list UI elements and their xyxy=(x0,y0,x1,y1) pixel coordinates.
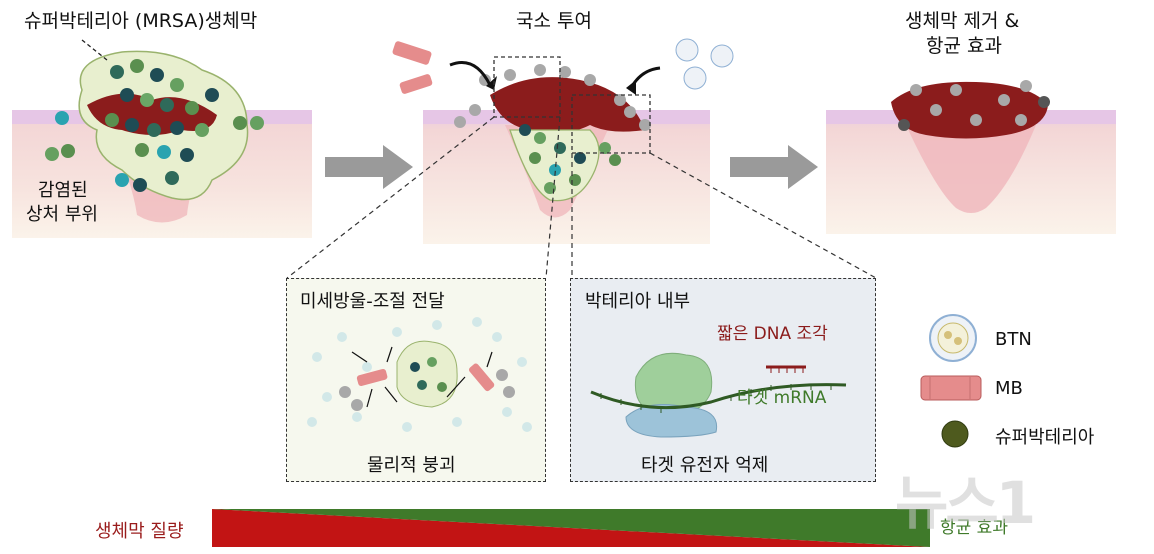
bacteria-dot-icon xyxy=(941,420,969,448)
middle-panel-title: 국소 투여 xyxy=(516,10,592,32)
dna-fragment-label: 짧은 DNA 조각 xyxy=(717,324,828,344)
right-panel-title-line1: 생체막 제거 & xyxy=(905,10,1020,32)
legend-mb-label: MB xyxy=(995,378,1023,399)
gene-silencing-illustration xyxy=(590,352,847,438)
inset-left-caption: 물리적 붕괴 xyxy=(367,455,456,476)
biofilm-removed-illustration xyxy=(826,80,1116,234)
nanoparticle-cluster xyxy=(898,80,1050,131)
inset-right-title: 박테리아 내부 xyxy=(585,291,691,312)
legend-bacteria-label: 슈퍼박테리아 xyxy=(995,427,1095,448)
right-panel-title-line2: 항균 효과 xyxy=(926,35,1002,57)
microbubble-disruption-illustration xyxy=(307,317,532,432)
inset-inside-bacteria: 박테리아 내부 짧은 DNA 조각 타겟 mRNA 타겟 유전자 억제 xyxy=(570,278,876,482)
wound-label-line2: 상처 부위 xyxy=(26,204,98,225)
infected-wound-illustration xyxy=(12,39,312,238)
news1-watermark: 뉴스1 xyxy=(895,448,1145,540)
microbubble-rod-icon xyxy=(920,375,982,401)
btn-nanoparticle-icon xyxy=(929,314,977,362)
wound-label-line1: 감염된 xyxy=(38,180,88,201)
mrna-strand xyxy=(590,383,847,410)
microbubble-rod-icon xyxy=(356,363,495,392)
inset-right-caption: 타겟 유전자 억제 xyxy=(641,455,769,476)
biofilm-vs-antibacterial-bar xyxy=(212,509,930,547)
btn-nanoparticle-icon xyxy=(675,38,734,90)
legend-btn-label: BTN xyxy=(995,329,1032,350)
target-mrna-label: 타겟 mRNA xyxy=(737,388,827,408)
microbubble-rod-icon xyxy=(392,41,433,94)
inset-microbubble-delivery: 미세방울-조절 전달 물리적 붕괴 xyxy=(286,278,546,482)
bacteria-cluster xyxy=(45,59,264,192)
watermark-text: 뉴스1 xyxy=(895,469,1036,537)
process-arrow-icon xyxy=(730,145,818,189)
inset-left-title: 미세방울-조절 전달 xyxy=(300,291,445,312)
biofilm-mass-label: 생체막 질량 xyxy=(95,521,184,542)
left-panel-title: 슈퍼박테리아 (MRSA)생체막 xyxy=(24,10,258,32)
topical-administration-illustration xyxy=(392,38,734,244)
antibacterial-effect-label: 항균 효과 xyxy=(940,518,1008,538)
